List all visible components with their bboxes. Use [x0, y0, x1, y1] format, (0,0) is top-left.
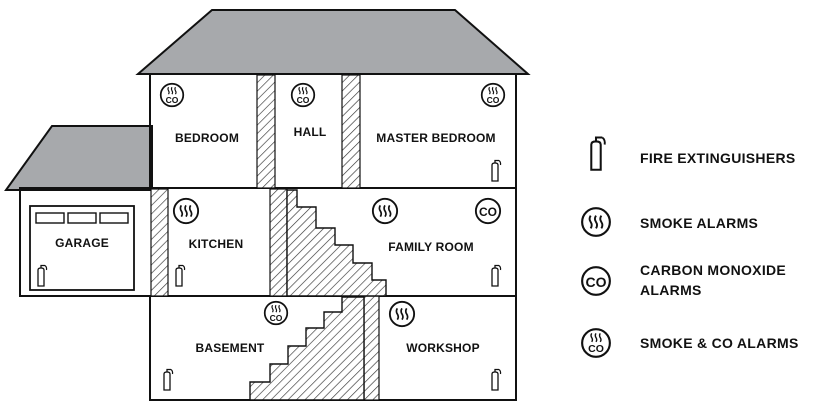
svg-text:CO: CO — [588, 343, 604, 355]
legend-smoke-alarms: SMOKE ALARMS — [640, 215, 758, 231]
stairs-lower — [249, 296, 365, 401]
smoke-co-alarm-icon: CO — [159, 82, 185, 108]
room-label-kitchen: KITCHEN — [189, 237, 244, 251]
fire-extinguisher-icon — [491, 264, 502, 287]
co-alarm-icon: CO — [581, 266, 611, 296]
fire-extinguisher-icon — [491, 368, 502, 391]
legend-fire-extinguishers: FIRE EXTINGUISHERS — [640, 150, 796, 166]
svg-text:CO: CO — [270, 313, 283, 323]
svg-text:CO: CO — [487, 95, 500, 105]
room-label-bedroom: BEDROOM — [175, 131, 239, 145]
room-label-hall: HALL — [294, 125, 327, 139]
smoke-alarm-icon — [371, 197, 399, 225]
smoke-alarm-icon — [581, 207, 611, 237]
stairs-upper — [286, 189, 387, 297]
smoke-co-alarm-icon: CO — [581, 328, 611, 358]
garage-door — [29, 205, 135, 291]
legend-smoke-co-alarms: SMOKE & CO ALARMS — [640, 335, 799, 351]
room-label-workshop: WORKSHOP — [406, 341, 480, 355]
legend-co-alarms-line2: ALARMS — [640, 282, 702, 298]
smoke-alarm-icon — [172, 197, 200, 225]
room-label-master-bedroom: MASTER BEDROOM — [376, 131, 495, 145]
fire-extinguisher-icon — [163, 368, 174, 391]
svg-text:CO: CO — [297, 95, 310, 105]
fire-extinguisher-icon — [590, 136, 606, 171]
fire-extinguisher-icon — [175, 264, 186, 287]
co-alarm-icon: CO — [474, 197, 502, 225]
svg-text:CO: CO — [586, 274, 607, 290]
smoke-alarm-icon — [388, 300, 416, 328]
room-label-garage: GARAGE — [55, 236, 109, 250]
fire-extinguisher-icon — [491, 159, 502, 182]
hatched-walls — [150, 74, 380, 401]
main-roof — [135, 9, 531, 75]
svg-text:CO: CO — [166, 95, 179, 105]
svg-text:CO: CO — [479, 205, 497, 219]
legend: FIRE EXTINGUISHERS SMOKE ALARMS CO CARBO… — [581, 136, 799, 358]
smoke-co-alarm-icon: CO — [290, 82, 316, 108]
smoke-co-alarm-icon: CO — [480, 82, 506, 108]
smoke-co-alarm-icon: CO — [263, 300, 289, 326]
room-label-basement: BASEMENT — [196, 341, 265, 355]
garage-roof — [4, 125, 153, 191]
legend-co-alarms-line1: CARBON MONOXIDE — [640, 262, 786, 278]
room-label-family-room: FAMILY ROOM — [388, 240, 474, 254]
